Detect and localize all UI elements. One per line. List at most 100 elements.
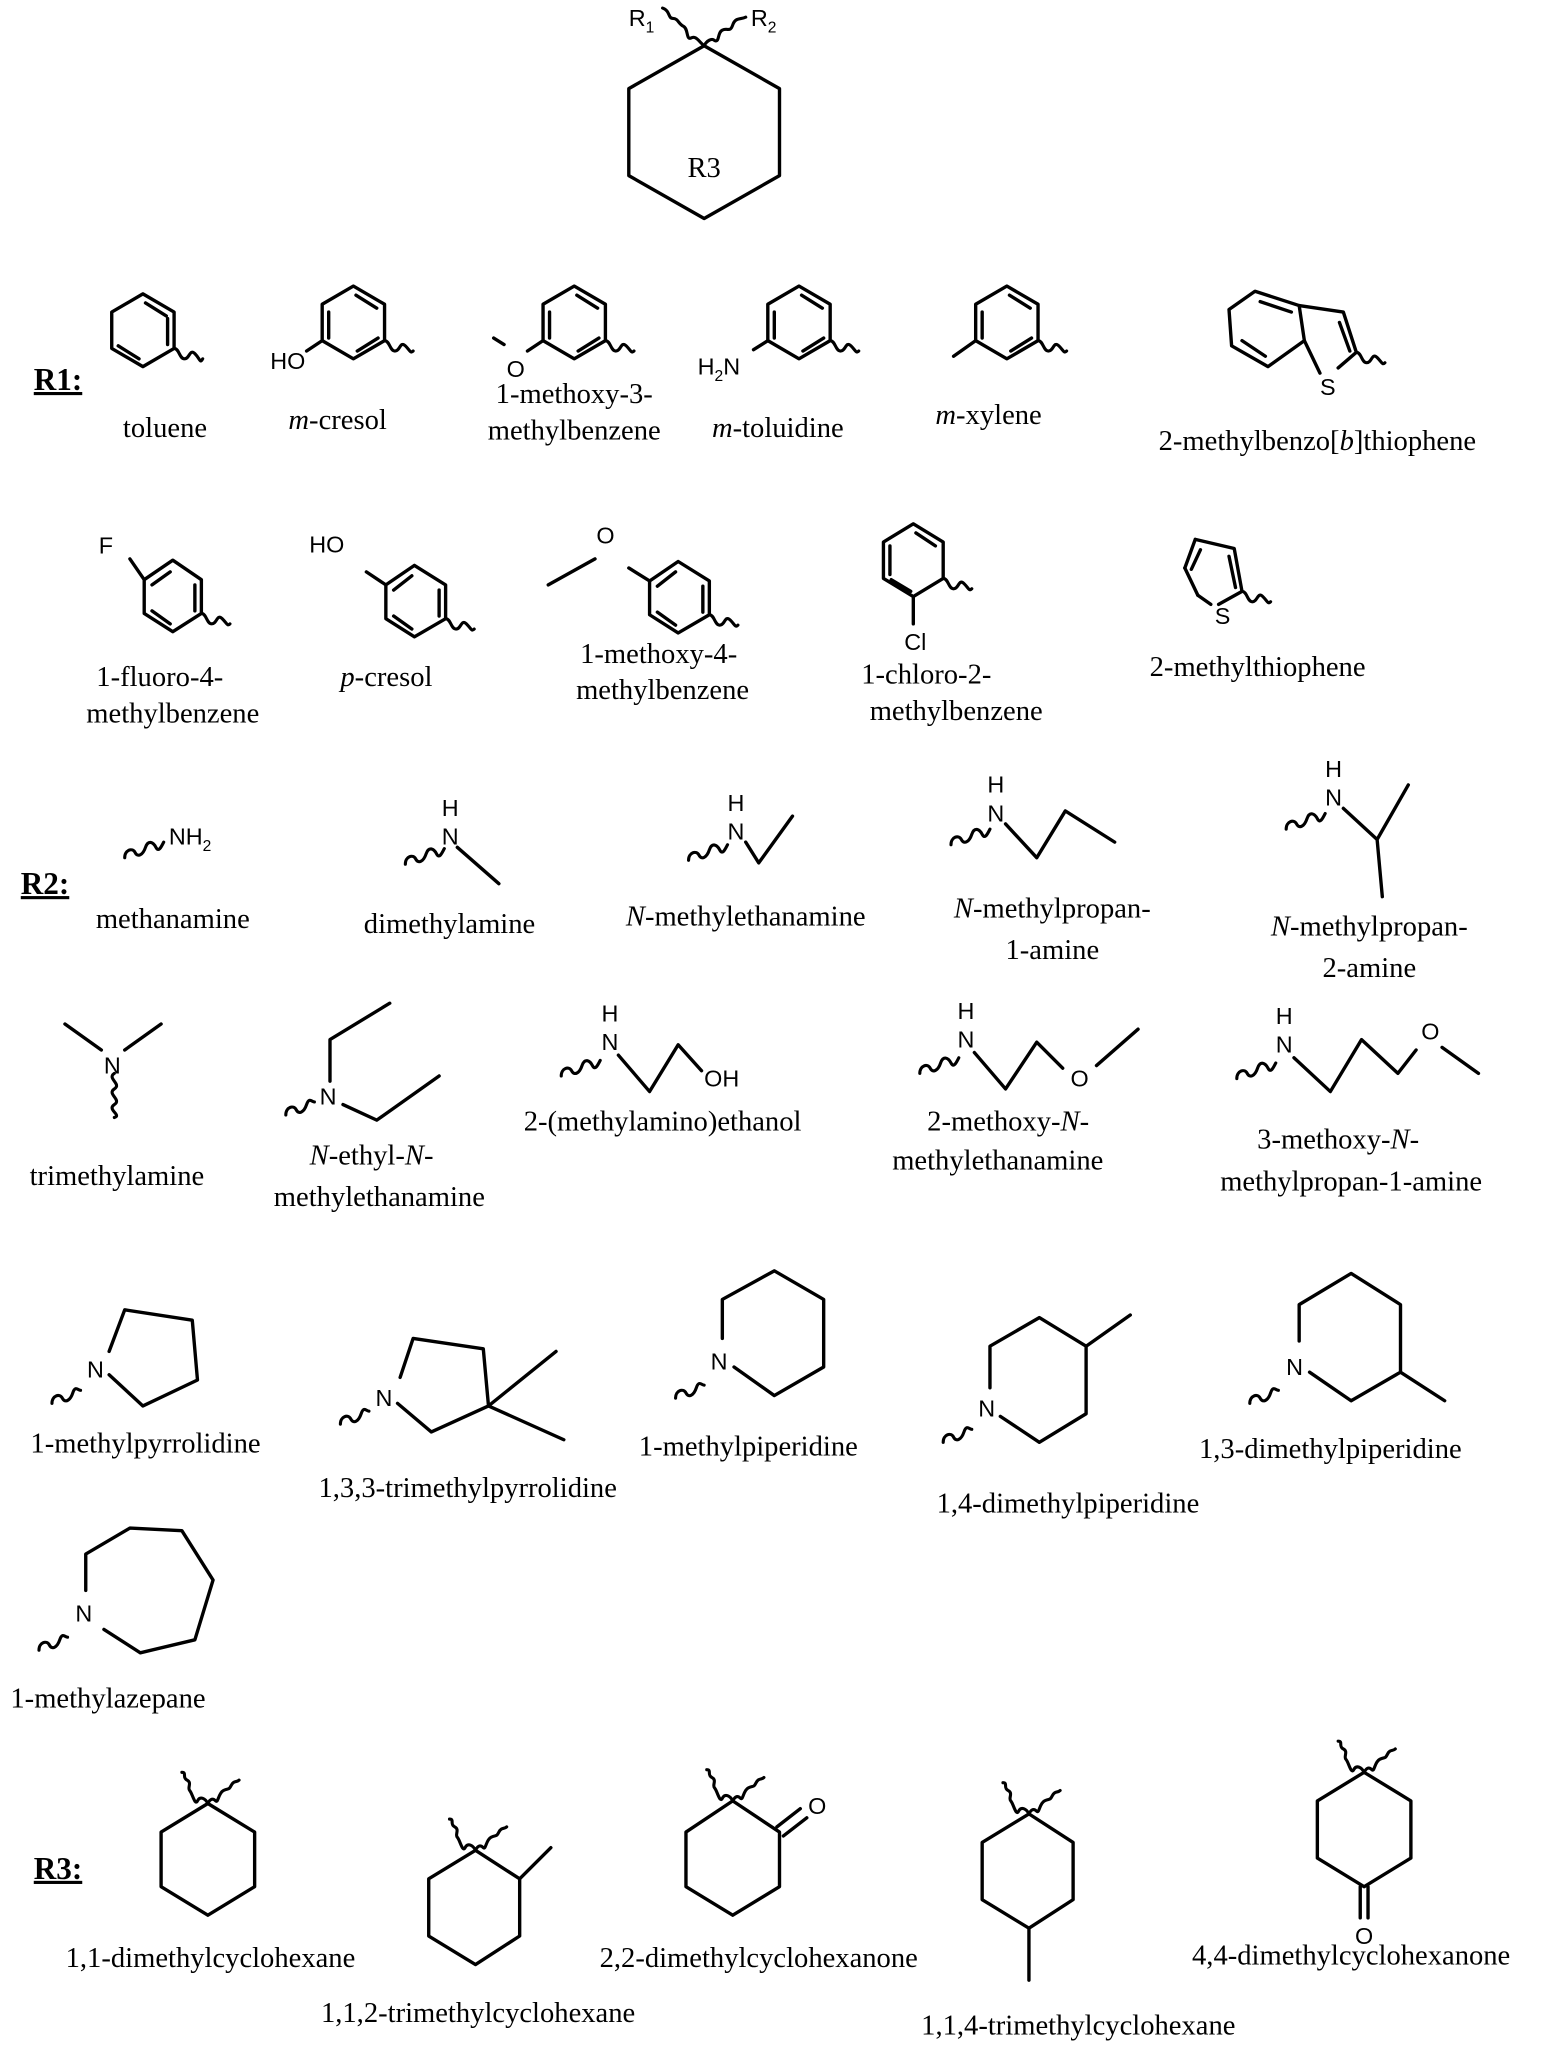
r2-1-methylpyrrolidine: N 1-methylpyrrolidine	[30, 1308, 261, 1460]
r2-n-methylpropan-2-amine: N H N-methylpropan- 2-amine	[1270, 756, 1468, 984]
nh-atom: N	[728, 819, 745, 845]
ring-n-atom: N	[1286, 1354, 1303, 1380]
ketone-oxygen-atom: O	[808, 1793, 826, 1819]
r2-n-ethyl-n-methylethanamine: N N-ethyl-N- methylethanamine	[274, 1001, 485, 1213]
r1-m-toluidine: H2N m-toluidine	[698, 284, 861, 444]
r2-3-methoxy-n-methylpropan-1-amine: N H O 3-methoxy-N- methylpropan-1-amine	[1220, 1003, 1482, 1197]
hydrogen-atom: H	[728, 790, 745, 816]
hydrogen-atom: H	[1276, 1003, 1293, 1029]
r1-label-m-toluidine: m-toluidine	[712, 413, 844, 444]
sulfur-atom: S	[1320, 374, 1336, 400]
nh-atom: N	[957, 1026, 974, 1052]
r2-label-trimethylamine: trimethylamine	[30, 1161, 205, 1192]
r1-label-methoxy4-line2: methylbenzene	[576, 675, 749, 706]
r2-label-propan1-line1: N-methylpropan-	[953, 893, 1151, 924]
r2-1-4-dimethylpiperidine: N 1,4-dimethylpiperidine	[937, 1313, 1200, 1519]
ketone-oxygen-atom: O	[1355, 1923, 1373, 1949]
r1-1-chloro-2-methylbenzene: Cl 1-chloro-2- methylbenzene	[861, 522, 1043, 727]
ring-n-atom: N	[375, 1385, 392, 1411]
r1-label-toluene: toluene	[123, 413, 207, 444]
r2-label-methoxypropan-line2: methylpropan-1-amine	[1220, 1166, 1482, 1197]
ring-n-atom: N	[711, 1349, 728, 1375]
r3-center-label: R3	[687, 153, 720, 184]
nh-atom: N	[987, 800, 1004, 826]
hydrogen-atom: H	[602, 1000, 619, 1026]
r1-label-methoxy4-line1: 1-methoxy-4-	[580, 639, 737, 670]
r2-trimethylamine: N trimethylamine	[30, 1022, 205, 1192]
r2-1-methylazepane: N 1-methylazepane	[10, 1526, 215, 1714]
r1-label-m-xylene: m-xylene	[935, 400, 1041, 431]
group-label-r3: R3:	[34, 1851, 82, 1886]
r3-label-dimethylcyclohexanone-22: 2,2-dimethylcyclohexanone	[600, 1943, 918, 1974]
r2-label-methanamine: methanamine	[96, 904, 250, 935]
hydroxyl-atom: HO	[309, 531, 344, 557]
nh-atom: N	[1276, 1032, 1293, 1058]
ring-n-atom: N	[978, 1395, 995, 1421]
r2-label-dimethylpiperidine-14: 1,4-dimethylpiperidine	[937, 1488, 1200, 1519]
r3-2-2-dimethylcyclohexanone: O 2,2-dimethylcyclohexanone	[600, 1768, 918, 1974]
group-label-r1: R1:	[34, 362, 82, 397]
r2-label-ethyl-line2: methylethanamine	[274, 1182, 485, 1213]
r3-1-1-2-trimethylcyclohexane: 1,1,2-trimethylcyclohexane	[321, 1817, 635, 2029]
r2-label-dimethylamine: dimethylamine	[364, 909, 535, 940]
oxygen-atom: O	[1421, 1019, 1439, 1045]
tertiary-n-atom: N	[104, 1052, 121, 1078]
r1-label-p-cresol: p-cresol	[338, 662, 432, 693]
hydrogen-atom: H	[957, 998, 974, 1024]
r1-label-methoxy3-line2: methylbenzene	[488, 415, 661, 446]
r2-n-methylethanamine: N H N-methylethanamine	[625, 790, 866, 932]
ring-n-atom: N	[75, 1601, 92, 1627]
core-scaffold: R1 R2 R3	[627, 5, 782, 221]
r1-label-methoxy3-line1: 1-methoxy-3-	[496, 379, 653, 410]
r3-label-trimethylcyclohexane-112: 1,1,2-trimethylcyclohexane	[321, 1998, 635, 2029]
r1-label-m-cresol: m-cresol	[288, 405, 386, 436]
r1-2-methylbenzothiophene: S 2-methylbenzo[b]thiophene	[1159, 289, 1476, 457]
r3-label-trimethylcyclohexane-114: 1,1,4-trimethylcyclohexane	[921, 2011, 1235, 2042]
hydroxyl-atom: HO	[270, 348, 305, 374]
r1-label-chloro-line1: 1-chloro-2-	[861, 660, 991, 691]
r2-label-ethyl-line1: N-ethyl-N-	[309, 1140, 434, 1171]
r2-1-3-dimethylpiperidine: N 1,3-dimethylpiperidine	[1199, 1271, 1462, 1465]
hydrogen-atom: H	[987, 772, 1004, 798]
r1-1-methoxy-3-methylbenzene: O 1-methoxy-3- methylbenzene	[488, 284, 661, 446]
r2-label-methoxyethan-line1: 2-methoxy-N-	[927, 1107, 1089, 1138]
hydroxyl-atom: OH	[704, 1065, 739, 1091]
r3-4-4-dimethylcyclohexanone: O 4,4-dimethylcyclohexanone	[1192, 1739, 1510, 1972]
oxygen-atom: O	[507, 356, 525, 382]
r2-label-propan2-line2: 2-amine	[1323, 953, 1417, 984]
oxygen-atom: O	[1071, 1065, 1089, 1091]
r1-label-methylthiophene: 2-methylthiophene	[1150, 652, 1366, 683]
r2-label-propan1-line2: 1-amine	[1006, 935, 1100, 966]
r1-label-fluoro-line2: methylbenzene	[86, 699, 259, 730]
amine-atom: NH2	[169, 824, 211, 855]
tertiary-n-atom: N	[320, 1084, 337, 1110]
r2-label-trimethylpyrrolidine: 1,3,3-trimethylpyrrolidine	[318, 1473, 616, 1504]
r2-1-methylpiperidine: N 1-methylpiperidine	[639, 1269, 858, 1462]
r2-label-n-methylethanamine: N-methylethanamine	[625, 901, 866, 932]
ring-n-atom: N	[87, 1356, 104, 1382]
r1-toluene: toluene	[110, 292, 207, 444]
r2-label-methylaminoethanol: 2-(methylamino)ethanol	[524, 1107, 802, 1138]
nh-atom: N	[602, 1029, 619, 1055]
r1-label-benzothiophene: 2-methylbenzo[b]thiophene	[1159, 426, 1476, 457]
r3-label-dimethylcyclohexanone-44: 4,4-dimethylcyclohexanone	[1192, 1941, 1510, 1972]
oxygen-atom: O	[596, 522, 614, 548]
r2-methanamine: NH2 methanamine	[96, 824, 250, 935]
fluorine-atom: F	[99, 533, 113, 559]
chlorine-atom: Cl	[904, 629, 926, 655]
nh-atom: N	[1325, 785, 1342, 811]
r1-label-fluoro-line1: 1-fluoro-4-	[96, 662, 223, 693]
r2-label-methoxypropan-line1: 3-methoxy-N-	[1257, 1125, 1419, 1156]
r1-m-cresol: HO m-cresol	[270, 284, 415, 436]
r1-label: R1	[629, 5, 655, 36]
r2-label-dimethylpiperidine-13: 1,3-dimethylpiperidine	[1199, 1434, 1462, 1465]
r2-label-propan2-line1: N-methylpropan-	[1270, 912, 1468, 943]
r2-label-methylpiperidine: 1-methylpiperidine	[639, 1431, 858, 1462]
r2-n-methylpropan-1-amine: N H N-methylpropan- 1-amine	[949, 772, 1151, 966]
group-label-r2: R2:	[21, 866, 69, 901]
nh-atom: N	[442, 824, 459, 850]
hydrogen-atom: H	[442, 795, 459, 821]
r2-2-methoxy-n-methylethanamine: N H O 2-methoxy-N- methylethanamine	[892, 998, 1140, 1177]
r2-dimethylamine: N H dimethylamine	[364, 795, 535, 940]
r1-p-cresol: HO p-cresol	[309, 531, 476, 693]
